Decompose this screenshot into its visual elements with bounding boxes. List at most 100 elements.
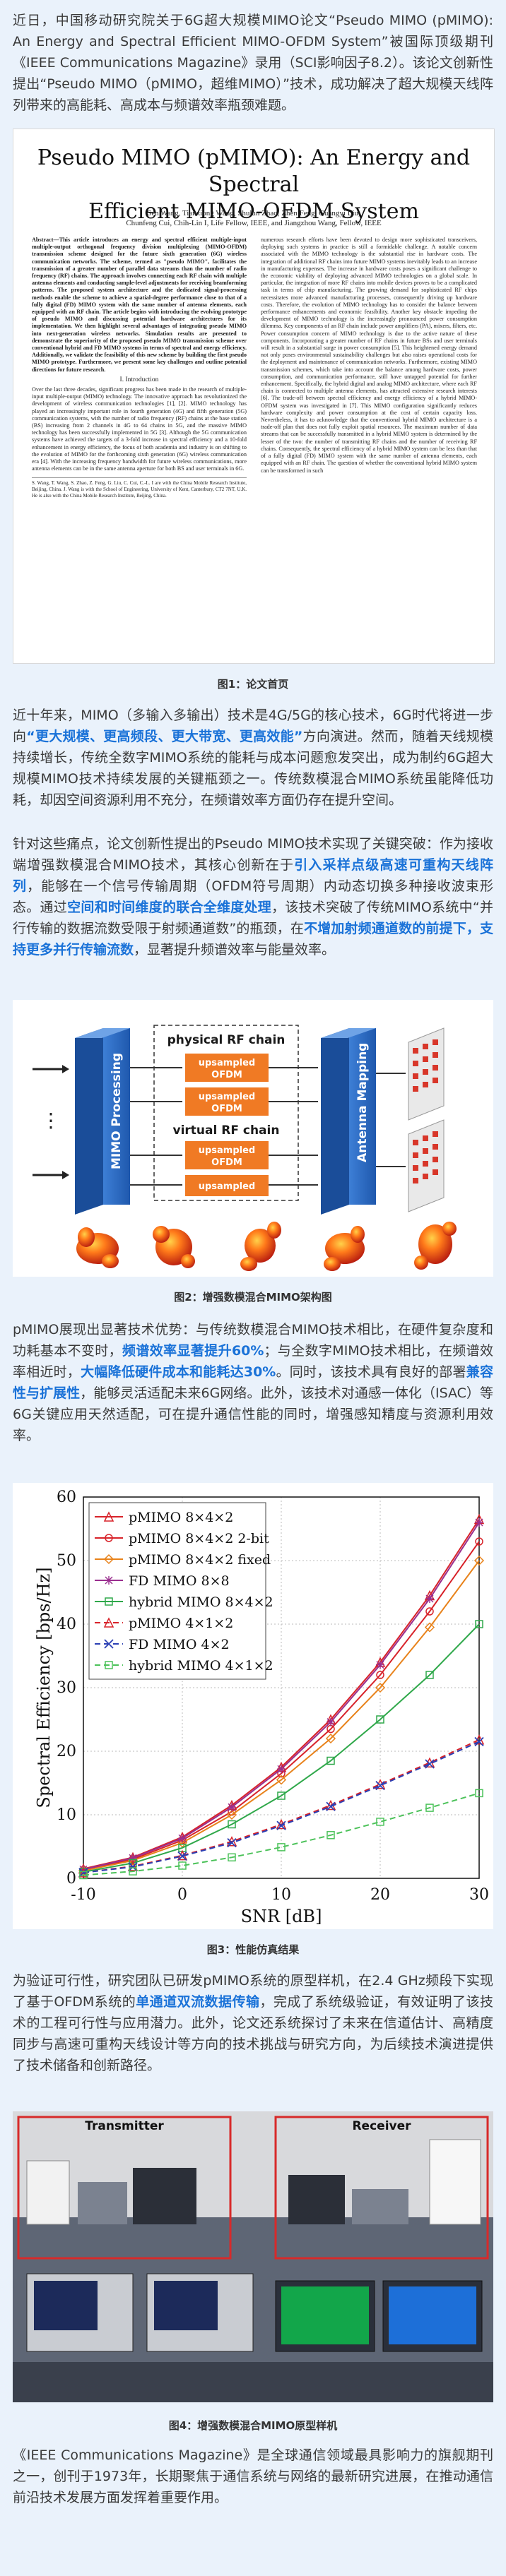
series-7-point-1 — [129, 1867, 137, 1876]
paragraph-4-text-4: ，能够灵活适配未来6G网络。此外，该技术对通感一体化（ISAC）等6G关键应用天… — [13, 1385, 493, 1443]
y-tick-label: 50 — [57, 1552, 76, 1570]
series-line-2 — [83, 1560, 480, 1872]
beam-pattern-4 — [324, 1226, 365, 1271]
input-dots: ⋮ — [41, 1109, 61, 1132]
paragraph-6-text: 《IEEE Communications Magazine》是全球通信领域最具影… — [13, 2447, 493, 2505]
y-tick-label: 60 — [57, 1489, 76, 1506]
series-2-point-8 — [473, 1555, 485, 1566]
paragraph-3-highlight-2: 空间和时间维度的联合全维度处理 — [67, 900, 272, 915]
series-line-7 — [83, 1792, 480, 1876]
figure-1-caption: 图1：论文首页 — [217, 678, 289, 691]
antenna-array-top — [408, 1027, 445, 1121]
architecture-diagram: ⋮ MIMO Processing physical RF chain upsa… — [13, 1000, 493, 1277]
paragraph-3-text: 针对这些痛点，论文创新性提出的Pseudo MIMO技术实现了关键突破：作为接收… — [13, 836, 493, 873]
series-4-point-4 — [277, 1791, 286, 1800]
paragraph-5-text: 为验证可行性，研究团队已研发pMIMO系统的原型样机，在2.4 GHz频段下实现… — [13, 1973, 493, 2010]
x-axis-label: SNR [dB] — [241, 1907, 322, 1926]
upsampled-block-2-label: upsampled — [199, 1092, 256, 1102]
y-tick-label: 20 — [57, 1743, 76, 1760]
series-3-point-8 — [475, 1518, 483, 1527]
paragraph-4-text-2: ；与全数字MIMO技术相比，在频谱效率相近时， — [13, 1343, 493, 1380]
series-7-point-5 — [326, 1831, 335, 1839]
legend-marker-3 — [105, 1576, 113, 1585]
intro-text: 近日，中国移动研究院关于6G超大规模MIMO论文“Pseudo MIMO (pM… — [13, 13, 493, 113]
upsampled-block-3-label-2: OFDM — [211, 1157, 242, 1168]
connector-arrows — [130, 1067, 318, 1186]
analyzer-2-screen — [154, 2281, 218, 2330]
legend-marker-1 — [105, 1534, 113, 1542]
series-1-point-7 — [425, 1607, 434, 1616]
intro-paragraph: 近日，中国移动研究院关于6G超大规模MIMO论文“Pseudo MIMO (pM… — [13, 10, 493, 116]
legend-label-3: FD MIMO 8×8 — [129, 1573, 230, 1589]
upsampled-block-3-label: upsampled — [199, 1145, 256, 1156]
series-2-point-5 — [325, 1733, 336, 1744]
series-7-point-8 — [475, 1789, 483, 1798]
antenna-connectors — [376, 1073, 406, 1167]
series-7-point-6 — [376, 1818, 384, 1826]
legend-marker-5 — [103, 1617, 114, 1628]
legend-marker-6 — [104, 1639, 114, 1649]
legend-label-6: FD MIMO 4×2 — [129, 1637, 230, 1652]
plot-frame — [83, 1496, 480, 1879]
series-line-4 — [83, 1623, 480, 1873]
legend-marker-2 — [103, 1554, 114, 1565]
series-4-point-8 — [475, 1620, 483, 1628]
y-tick-label: 0 — [66, 1870, 76, 1888]
upsampled-block-2: upsampled OFDM — [185, 1087, 269, 1116]
paper-first-page-image: Pseudo MIMO (pMIMO): An Energy and Spect… — [13, 129, 495, 664]
figure-2-caption: 图2：增强数模混合MIMO架构图 — [174, 1291, 332, 1304]
series-6-point-6 — [375, 1780, 385, 1791]
paper-authors-line-1: Sen Wang, Tianxiong Wang, Shulun Zhao, Z… — [147, 209, 360, 217]
paragraph-4-text-3: 。同时，该技术具有良好的部署 — [276, 1364, 466, 1380]
legend-box — [88, 1502, 266, 1680]
analyzer-1-screen — [34, 2281, 98, 2330]
paragraph-4-highlight-1: 频谱效率显著提升60% — [122, 1343, 264, 1359]
series-3-point-7 — [425, 1594, 434, 1603]
paper-intro-text: Over the last three decades, significant… — [32, 386, 247, 472]
beam-patterns — [76, 1222, 457, 1271]
legend-label-4: hybrid MIMO 8×4×2 — [129, 1594, 273, 1610]
y-tick-label: 30 — [57, 1679, 76, 1697]
paragraph-2-text: 近十年来，MIMO（多输入多输出）技术是4G/5G的核心技术，6G时代将进一步向 — [13, 708, 493, 744]
figure-4-caption: 图4：增强数模混合MIMO原型样机 — [168, 2419, 338, 2432]
receiver-frame — [274, 2116, 489, 2260]
antenna-mapping-block — [321, 1028, 376, 1215]
paragraph-4-highlight-2: 大幅降低硬件成本和能耗达30% — [81, 1364, 276, 1380]
prototype-photo: Transmitter Receiver — [13, 2111, 493, 2402]
x-tick-label: 30 — [469, 1886, 489, 1904]
paper-title-line-2: Efficient MIMO-OFDM System — [88, 199, 419, 224]
paragraph-3-highlight-3: 不增加射频通道数的前提下，支持更多并行传输流数 — [13, 921, 493, 958]
series-4-point-6 — [376, 1715, 384, 1724]
paragraph-3-text-3: ，该技术突破了传统MIMO系统中“并行传输的数据流数受限于射频通道数”的瓶颈，在 — [13, 900, 493, 936]
series-7-point-2 — [178, 1861, 187, 1870]
series-6-point-3 — [227, 1837, 237, 1848]
paragraph-2-highlight: “更大规模、更高频段、更大带宽、更高效能” — [26, 729, 303, 744]
y-axis-label: Spectral Efficiency [bps/Hz] — [34, 1567, 54, 1808]
mimo-processing-label: MIMO Processing — [110, 1053, 124, 1169]
architecture-svg: ⋮ MIMO Processing physical RF chain upsa… — [33, 1025, 457, 1271]
paragraph-3-text-4: ，显著提升频谱效率与能量效率。 — [134, 942, 336, 958]
paragraph-2-text-end: 方向演进。然而，随着天线规模持续增长，传统全数字MIMO系统的能耗与成本问题愈发… — [13, 729, 493, 808]
upsampled-block-1-label: upsampled — [199, 1058, 256, 1068]
series-6-point-1 — [128, 1862, 138, 1872]
series-2-point-3 — [226, 1809, 237, 1820]
series-3-point-3 — [228, 1803, 236, 1812]
paragraph-5: 为验证可行性，研究团队已研发pMIMO系统的原型样机，在2.4 GHz频段下实现… — [13, 1970, 493, 2076]
paragraph-2: 近十年来，MIMO（多输入多输出）技术是4G/5G的核心技术，6G时代将进一步向… — [13, 705, 493, 811]
prototype-photo-svg: Transmitter Receiver — [13, 2111, 493, 2402]
upsampled-block-2-label-2: OFDM — [211, 1104, 242, 1114]
paragraph-3-text-2: ，能够在一个信号传输周期（OFDM符号周期）内动态切换多种接收波束形态。通过 — [13, 878, 493, 915]
paragraph-4: pMIMO展现出显著技术优势：与传统数模混合MIMO技术相比，在硬件复杂度和功耗… — [13, 1319, 493, 1446]
legend-label-7: hybrid MIMO 4×1×2 — [129, 1658, 273, 1674]
upsampled-block-4: upsampled — [185, 1175, 269, 1196]
antenna-array-bottom — [408, 1119, 445, 1212]
series-7-point-7 — [425, 1803, 434, 1812]
series-7-point-0 — [79, 1871, 88, 1880]
legend-label-1: pMIMO 8×4×2 2-bit — [129, 1531, 269, 1546]
paper-right-column: numerous research efforts have been devo… — [261, 237, 477, 652]
figure-3-caption: 图3：性能仿真结果 — [206, 1943, 300, 1956]
paragraph-4-highlight-3: 兼容性与扩展性 — [13, 1364, 493, 1401]
transmitter-device-1 — [78, 2182, 127, 2224]
series-6-point-4 — [276, 1820, 286, 1830]
transmitter-device-2 — [133, 2168, 196, 2224]
